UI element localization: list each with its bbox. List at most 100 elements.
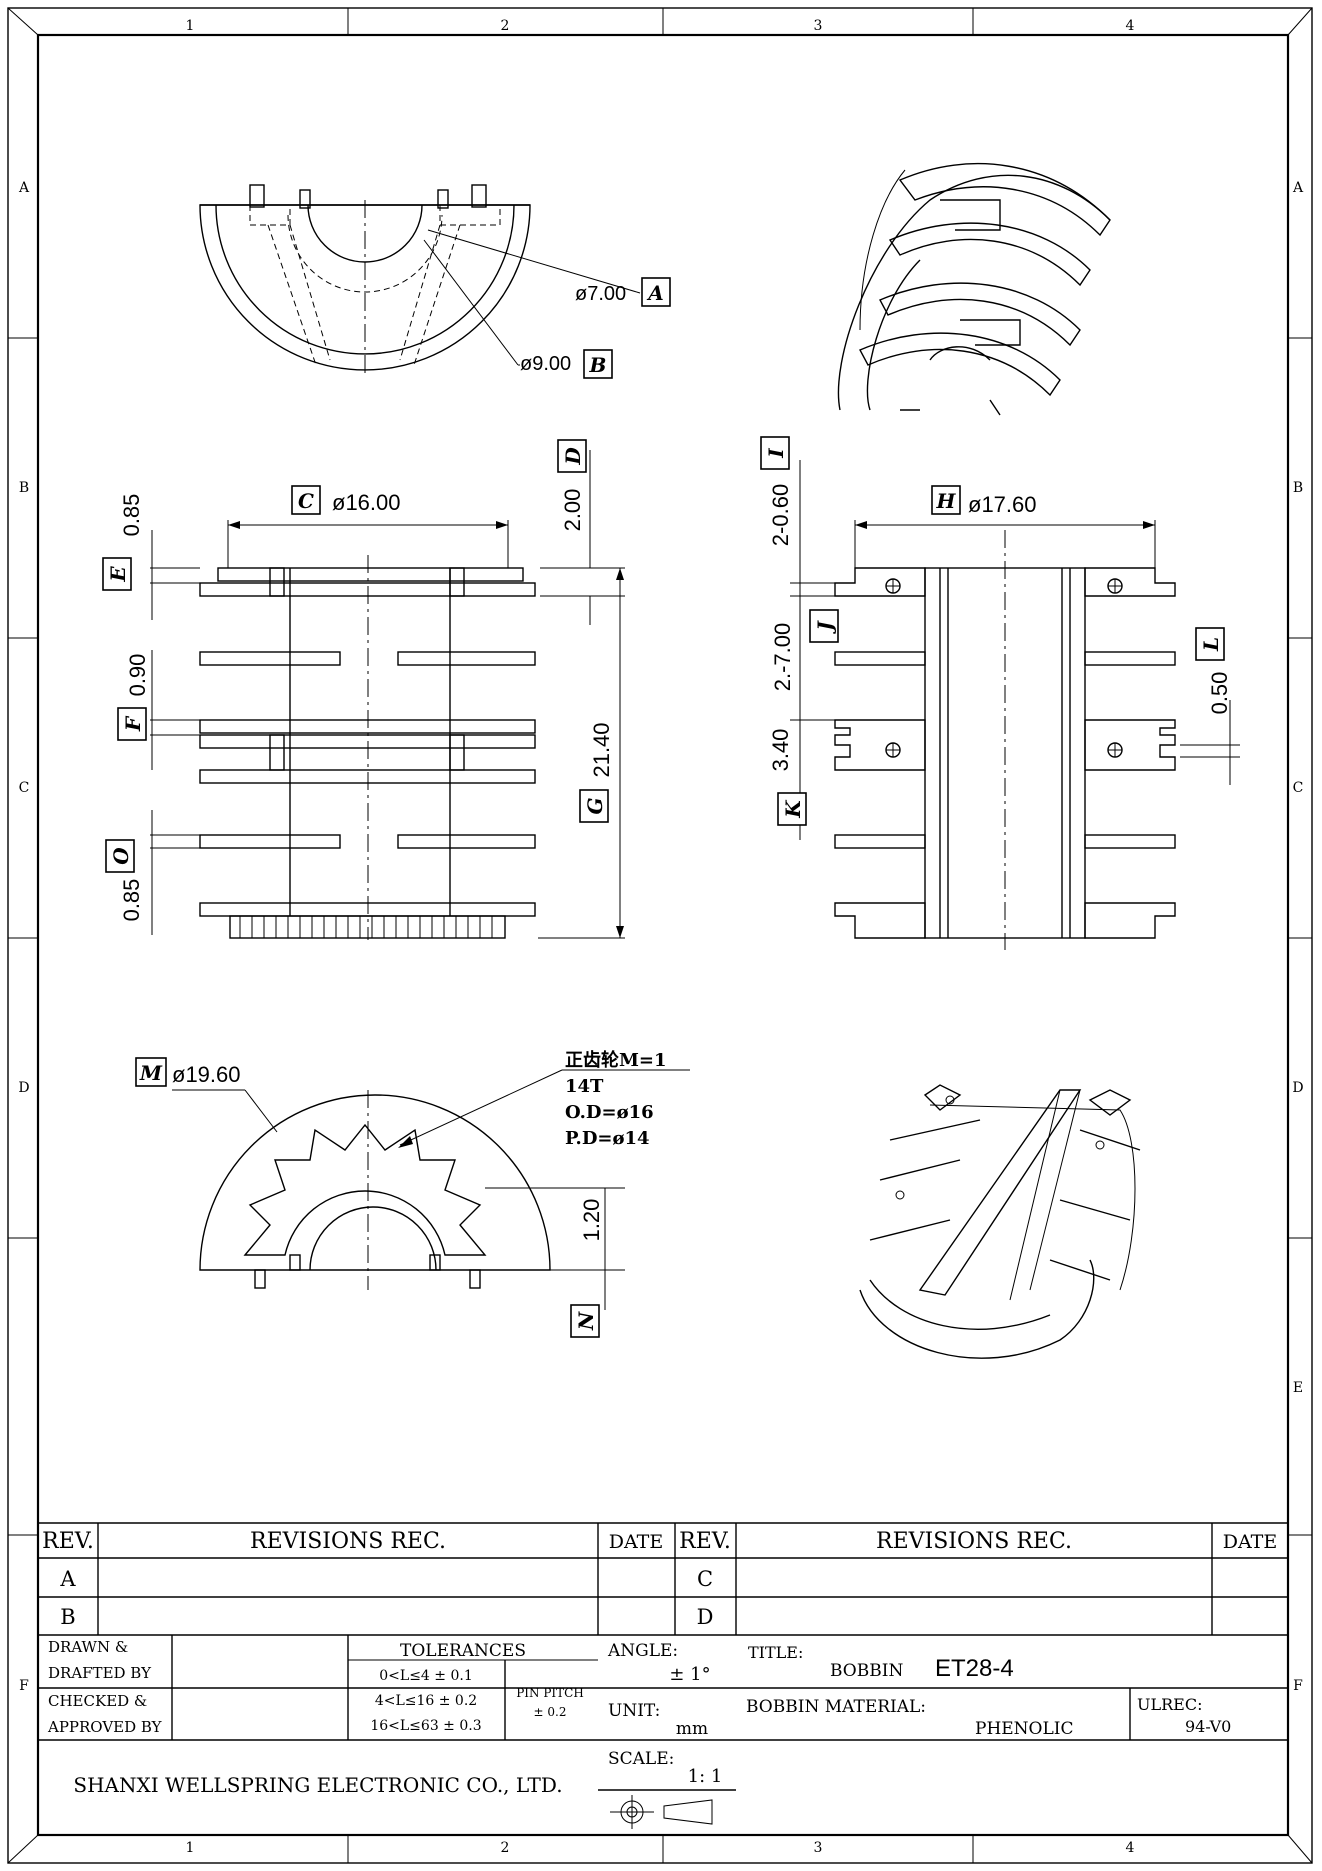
dim-m-value: ø19.60: [172, 1062, 241, 1087]
dim-k-letter: K: [781, 799, 805, 819]
date-header-right: DATE: [1223, 1531, 1277, 1553]
side-view: H ø17.60 I 2-0.60 J 2.-7.00 K 3.40 L 0.5…: [760, 436, 1240, 950]
dim-l-value: 0.50: [1207, 672, 1232, 715]
ulrec-label: ULREC:: [1137, 1695, 1202, 1714]
pin-pitch-label: PIN PITCH: [516, 1686, 584, 1700]
row-label-right-a: A: [1292, 180, 1304, 196]
col-label-bottom-1: 1: [186, 1840, 195, 1856]
rev-d-label: D: [697, 1605, 714, 1629]
bottom-view: M ø19.60 正齿轮M=1 14T O.D=ø16 P.D=ø14 N 1.…: [135, 1049, 690, 1338]
angle-label: ANGLE:: [607, 1641, 678, 1661]
row-label-left-f: F: [19, 1678, 29, 1694]
col-label-top-3: 3: [814, 18, 823, 34]
dim-a-value: ø7.00: [575, 283, 626, 305]
pin-pitch-value: ± 0.2: [534, 1705, 567, 1719]
date-header-left: DATE: [609, 1531, 663, 1553]
dim-h-letter: H: [936, 489, 957, 513]
gear-note-line-2: 14T: [565, 1076, 604, 1097]
dim-i-box: [760, 436, 790, 470]
dim-g-box: [579, 789, 609, 823]
col-label-top-2: 2: [501, 18, 510, 34]
dim-e-letter: E: [106, 566, 130, 583]
tolerances-label: TOLERANCES: [400, 1641, 526, 1661]
material-value: PHENOLIC: [975, 1719, 1074, 1739]
dim-c-letter: C: [298, 489, 314, 513]
row-label-left-a: A: [18, 180, 30, 196]
drafted-label: DRAFTED BY: [48, 1664, 152, 1682]
title-label: TITLE:: [748, 1643, 803, 1662]
dim-h-value: ø17.60: [968, 492, 1037, 517]
rev-header-right: REV.: [679, 1529, 731, 1554]
row-label-right-d: D: [1292, 1080, 1303, 1096]
col-label-top-1: 1: [186, 18, 195, 34]
top-view: ø7.00 A ø9.00 B: [199, 184, 671, 379]
tolerance-row-1: 0<L≤4 ± 0.1: [379, 1668, 472, 1684]
dim-c-value: ø16.00: [332, 490, 401, 515]
row-label-left-b: B: [19, 480, 29, 496]
dim-j-box: [809, 609, 839, 643]
dim-d-value: 2.00: [560, 489, 585, 532]
dim-m-box: [135, 1057, 167, 1087]
dim-n-box: [570, 1304, 600, 1338]
dim-g-letter: G: [583, 797, 607, 814]
dim-f-value: 0.90: [125, 654, 150, 697]
scale-value: 1: 1: [688, 1766, 723, 1787]
dim-b-value: ø9.00: [520, 353, 571, 375]
dim-k-value: 3.40: [768, 729, 793, 772]
dim-k-box: [777, 792, 807, 826]
title-block: DRAWN & DRAFTED BY CHECKED & APPROVED BY…: [38, 1635, 1288, 1829]
dim-m-letter: M: [139, 1061, 163, 1085]
rev-a-label: A: [59, 1567, 76, 1591]
dim-a-letter: A: [646, 281, 664, 305]
dim-i-value: 2-0.60: [768, 484, 793, 546]
isometric-view-top: [837, 162, 1111, 416]
rec-header-left: REVISIONS REC.: [250, 1529, 446, 1554]
dim-o-value: 0.85: [119, 879, 144, 922]
row-label-right-c: C: [1293, 780, 1304, 796]
title-value: BOBBIN: [830, 1661, 903, 1681]
drawn-label: DRAWN &: [48, 1638, 128, 1656]
isometric-view-bottom: [859, 1084, 1141, 1359]
dim-i-letter: I: [764, 448, 788, 459]
gear-note-line-3: O.D=ø16: [565, 1102, 654, 1123]
dim-c-box: [291, 485, 321, 515]
dim-l-letter: L: [1199, 637, 1223, 652]
ulrec-value: 94-V0: [1185, 1717, 1231, 1736]
material-label: BOBBIN MATERIAL:: [746, 1697, 926, 1717]
col-label-bottom-4: 4: [1126, 1840, 1135, 1856]
front-view: C ø16.00 D 2.00 G 21.40 E 0.85 F 0.90: [102, 439, 625, 940]
unit-value: mm: [676, 1719, 708, 1739]
dim-a-box: [641, 277, 671, 307]
tolerance-row-3: 16<L≤63 ± 0.3: [370, 1718, 481, 1734]
dim-e-value: 0.85: [119, 494, 144, 537]
dim-b-box: [583, 349, 613, 379]
row-label-right-f: F: [1293, 1678, 1303, 1694]
row-label-left-c: C: [19, 780, 30, 796]
checked-label: CHECKED &: [48, 1692, 147, 1710]
angle-value: ± 1°: [669, 1664, 710, 1685]
part-number: ET28-4: [935, 1655, 1014, 1682]
dim-f-letter: F: [121, 715, 145, 732]
row-label-right-e: E: [1293, 1380, 1303, 1396]
dim-n-value: 1.20: [579, 1199, 604, 1242]
projection-symbol: [610, 1795, 713, 1829]
dim-d-letter: D: [561, 447, 585, 466]
gear-note-line-1: 正齿轮M=1: [565, 1049, 667, 1071]
dim-h-box: [931, 485, 961, 515]
company-name: SHANXI WELLSPRING ELECTRONIC CO., LTD.: [73, 1773, 562, 1797]
unit-label: UNIT:: [608, 1701, 660, 1721]
scale-label: SCALE:: [608, 1749, 674, 1769]
dim-o-box: [105, 839, 135, 873]
border-frame: 1 2 3 4 1 2 3 4 A B C D F A B C D E F: [7, 7, 1313, 1864]
dim-l-box: [1195, 627, 1225, 661]
dim-o-letter: O: [109, 847, 133, 865]
col-label-bottom-2: 2: [501, 1840, 510, 1856]
rev-b-label: B: [60, 1605, 75, 1629]
col-label-top-4: 4: [1126, 18, 1135, 34]
dim-n-letter: N: [574, 1311, 598, 1331]
gear-note-line-4: P.D=ø14: [565, 1128, 650, 1149]
row-label-right-b: B: [1293, 480, 1303, 496]
dim-j-letter: J: [813, 620, 837, 635]
dim-e-box: [102, 557, 132, 591]
